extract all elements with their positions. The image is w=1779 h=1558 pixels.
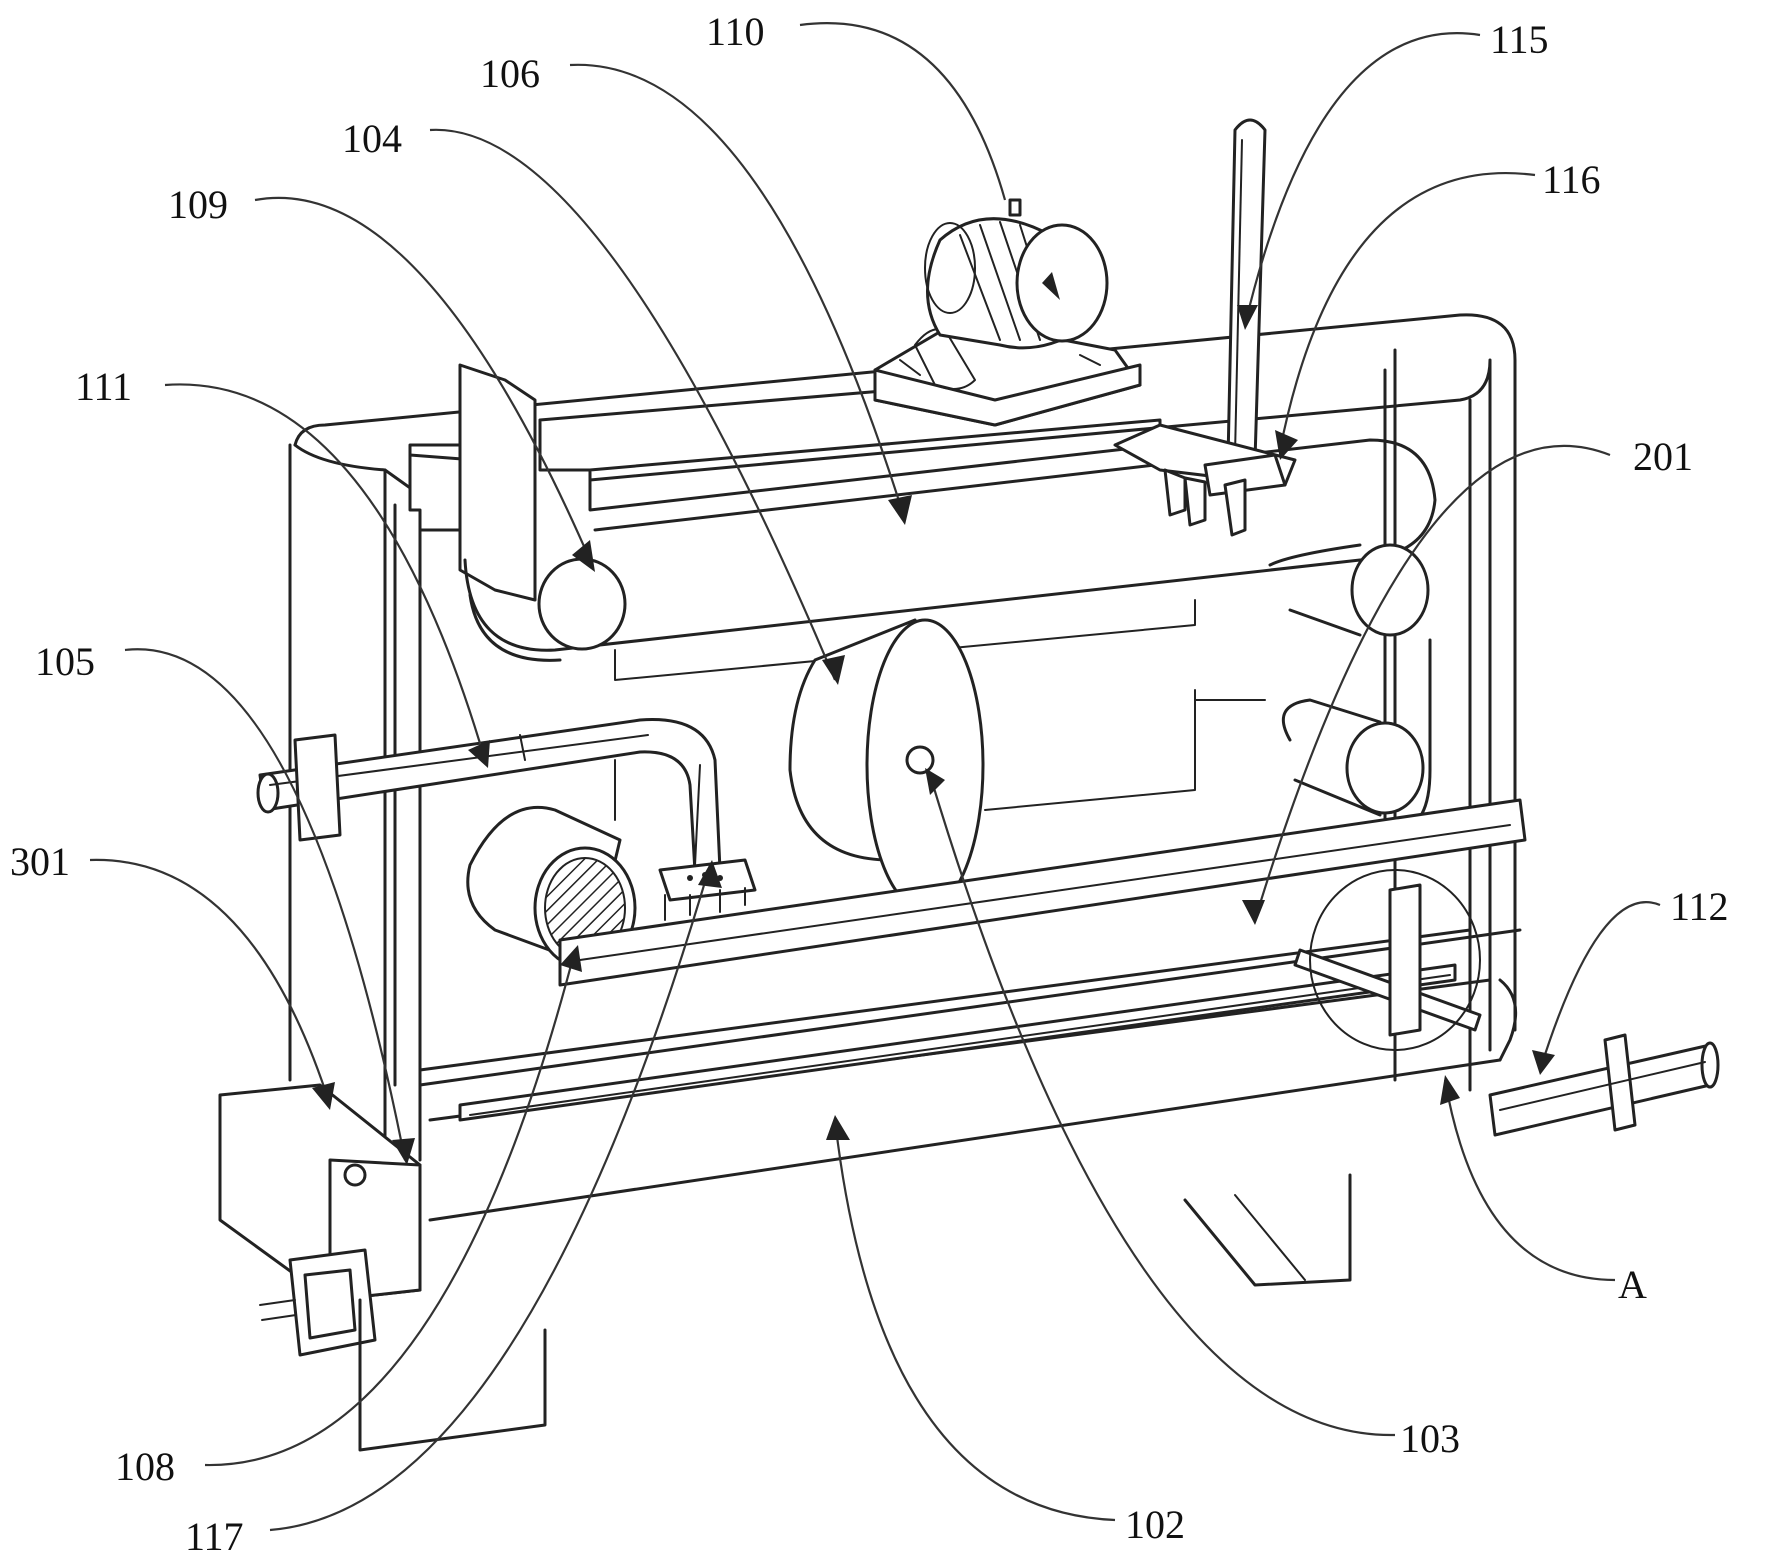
bracket-116 <box>1113 423 1297 537</box>
lower-beam-102 <box>418 928 1522 1222</box>
main-frame <box>288 313 1517 1162</box>
drum-103 <box>788 618 985 912</box>
roller-right-bottom <box>1345 721 1425 815</box>
pipe-112 <box>1488 1033 1720 1137</box>
drum-axle <box>905 745 935 775</box>
motor-110 <box>873 198 1142 427</box>
detail-circle-a <box>1309 869 1481 1051</box>
label-109: 109 <box>168 182 228 227</box>
rod-115 <box>1226 118 1267 462</box>
label-104: 104 <box>342 116 402 161</box>
label-112: 112 <box>1670 884 1729 929</box>
label-106: 106 <box>480 51 540 96</box>
slide-rail-201 <box>558 798 1527 1037</box>
label-201: 201 <box>1633 434 1693 479</box>
arrowheads <box>312 272 1555 1165</box>
end-block-301 <box>218 1083 422 1357</box>
label-115: 115 <box>1490 17 1549 62</box>
callout-labels: 110 106 104 109 111 105 301 115 116 201 … <box>10 9 1729 1558</box>
label-116: 116 <box>1542 157 1601 202</box>
label-301: 301 <box>10 839 70 884</box>
label-103: 103 <box>1400 1416 1460 1461</box>
upper-belt <box>463 438 1437 662</box>
label-a: A <box>1618 1262 1647 1307</box>
roller-109 <box>537 557 627 651</box>
label-111: 111 <box>75 364 132 409</box>
label-105: 105 <box>35 639 95 684</box>
label-110: 110 <box>706 9 765 54</box>
leader-lines <box>89 22 1661 1532</box>
base-pedestal <box>358 1173 1352 1452</box>
label-108: 108 <box>115 1444 175 1489</box>
label-102: 102 <box>1125 1502 1185 1547</box>
label-117: 117 <box>185 1514 244 1558</box>
